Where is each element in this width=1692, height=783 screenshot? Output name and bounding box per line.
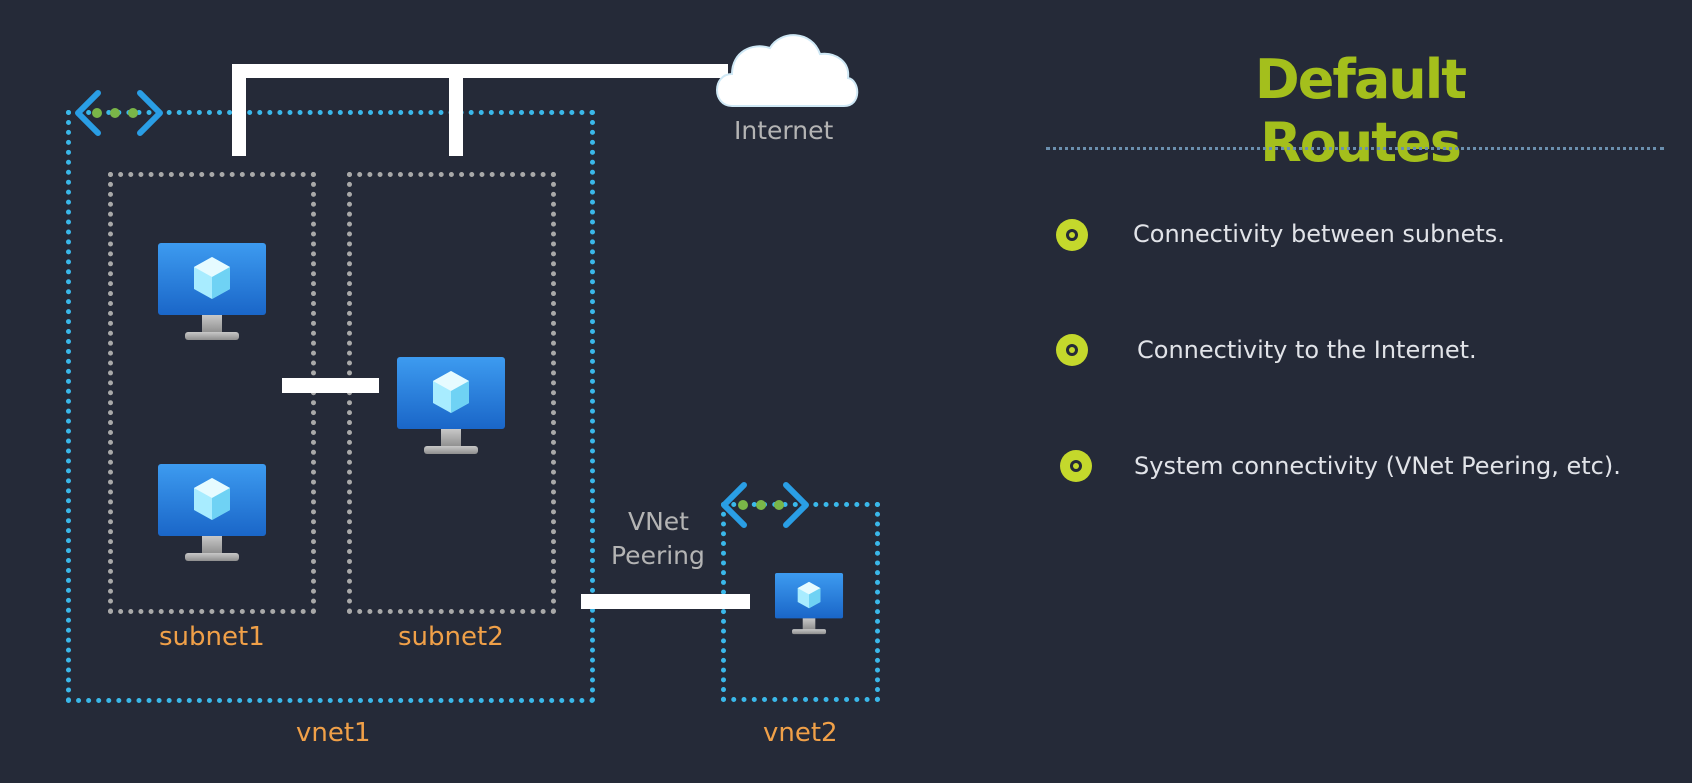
subnet-link (282, 378, 379, 393)
vnet2-network-icon (721, 482, 809, 528)
peering-label-line2: Peering (611, 541, 705, 570)
vnet1-network-icon (75, 90, 163, 136)
vnet1-label: vnet1 (296, 718, 371, 748)
peering-link (581, 594, 750, 609)
internet-connector (232, 64, 728, 156)
bullet-icon (1060, 450, 1092, 482)
vnet1-boundary (66, 110, 595, 703)
vm-icon (158, 243, 266, 340)
subnet2-label: subnet2 (398, 622, 504, 652)
vm-icon (158, 464, 266, 561)
bullet-text: Connectivity to the Internet. (1137, 336, 1477, 364)
peering-label-line1: VNet (628, 507, 689, 536)
bullet-icon (1056, 219, 1088, 251)
bullet-icon (1056, 334, 1088, 366)
vnet2-label: vnet2 (763, 718, 838, 748)
bullet-text: System connectivity (VNet Peering, etc). (1134, 452, 1621, 480)
bullet-text: Connectivity between subnets. (1133, 220, 1505, 248)
title-divider (1046, 147, 1664, 150)
internet-label: Internet (734, 116, 834, 145)
cloud-icon (716, 34, 859, 107)
vm-icon (775, 573, 844, 635)
panel-title: Default Routes (1254, 48, 1467, 174)
vm-icon (397, 357, 505, 454)
subnet1-label: subnet1 (159, 622, 265, 652)
